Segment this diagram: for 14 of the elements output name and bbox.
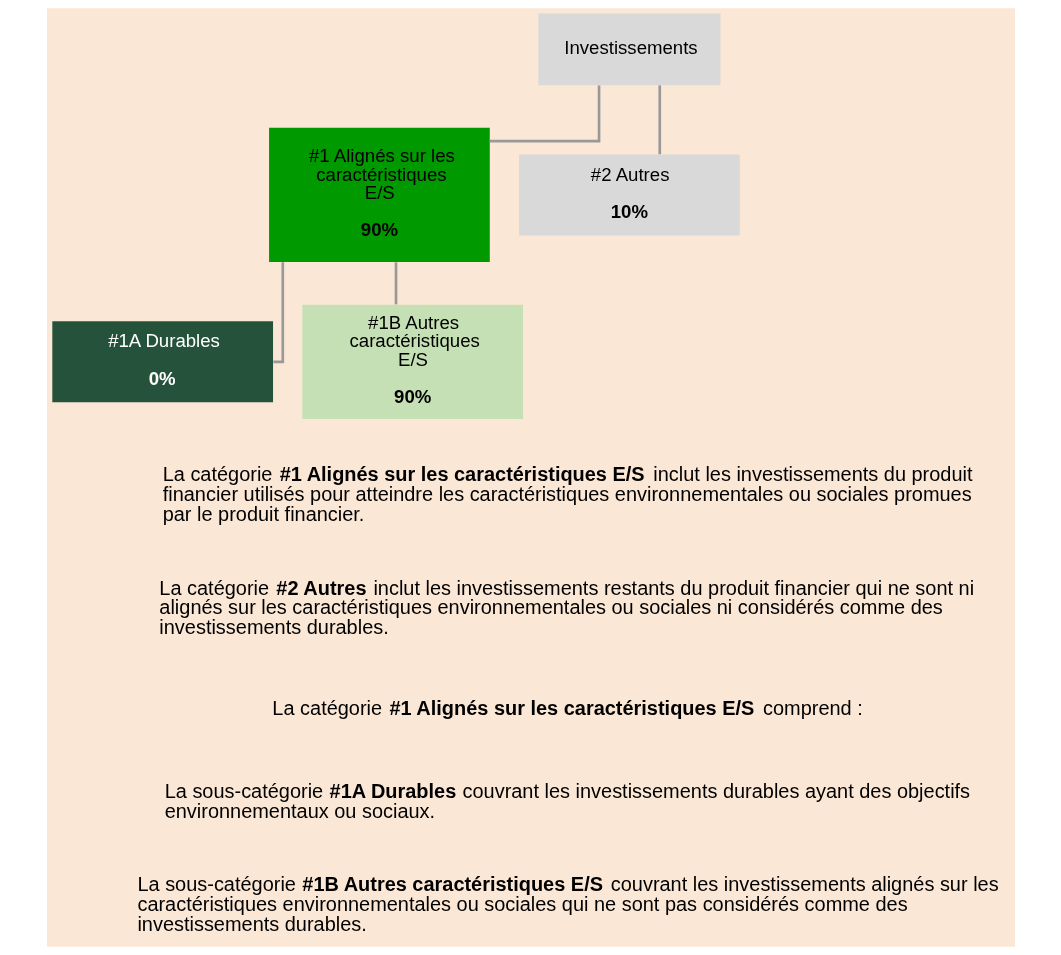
- connector: [272, 262, 284, 364]
- label: La catégorie #1 Alignés sur les caractéristiques E/S comprend :: [271, 696, 863, 719]
- label: La catégorie #2 Autres inclut les investissements restants du produit financier qui ne sont ni alignés sur les caractéristiques environnementales ou sociales ni considérés comme des investissements durables.: [158, 576, 974, 639]
- node-box: #1B Autres caractéristiques E/S 90%: [301, 304, 523, 419]
- label: La sous-catégorie #1A Durables couvrant les investissements durables ayant des objectifs environnementaux ou sociaux.: [164, 779, 970, 822]
- node-box: #2 Autres 10%: [518, 154, 740, 236]
- connector: [489, 85, 600, 143]
- label: La catégorie #1 Alignés sur les caractéristiques E/S inclut les investissements du produit financier utilisés pour atteindre les caractéristiques environnementales ou sociales promues par le produit financier.: [162, 463, 972, 526]
- connector: [657, 85, 661, 155]
- node-box: #1 Alignés sur les caractéristiques E/S 90%: [268, 127, 490, 263]
- node-box: #1A Durables 0%: [51, 321, 273, 403]
- node-box: Investissements: [537, 13, 720, 86]
- connector: [394, 262, 397, 305]
- label: La sous-catégorie #1B Autres caractéristiques E/S couvrant les investissements alignés sur les caractéristiques environnementales ou sociales qui ne sont pas considérés comme des investissements durables.: [136, 873, 999, 935]
